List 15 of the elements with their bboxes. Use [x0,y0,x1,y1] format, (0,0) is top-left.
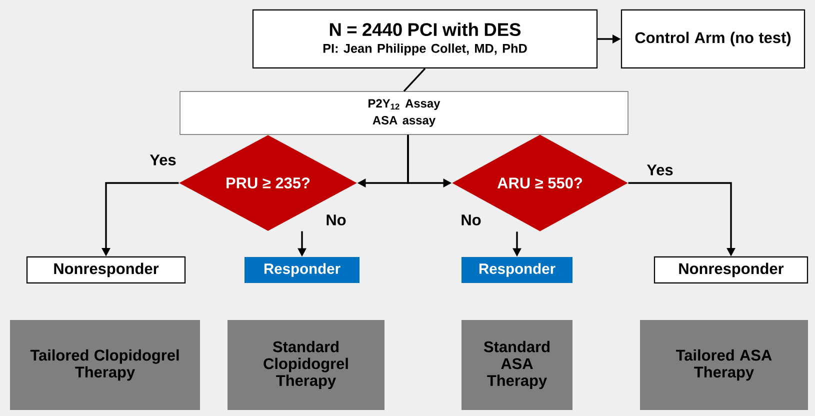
process-box: Control Arm (no test) [620,9,806,69]
therapy-box: Tailored Clopidogrel Therapy [10,320,200,410]
therapy-box: Tailored ASA Therapy [640,320,808,410]
process-box: Nonresponder [26,256,186,284]
responder-box: Responder [244,257,360,283]
therapy-box: Standard Clopidogrel Therapy [228,320,384,410]
edge-label: No [459,213,483,227]
responder-box: Responder [462,257,572,283]
therapy-box: Standard ASA Therapy [462,320,572,410]
edge-label: Yes [645,163,675,177]
study-box: N = 2440 PCI with DES PI: Jean Philippe Collet, MD, PhD [252,9,598,69]
process-box: Nonresponder [654,256,808,284]
assay-box: P2Y$_{12}$ Assay ASA assay [180,91,628,135]
edge-label: No [324,213,348,227]
edge-label: Yes [148,153,178,167]
